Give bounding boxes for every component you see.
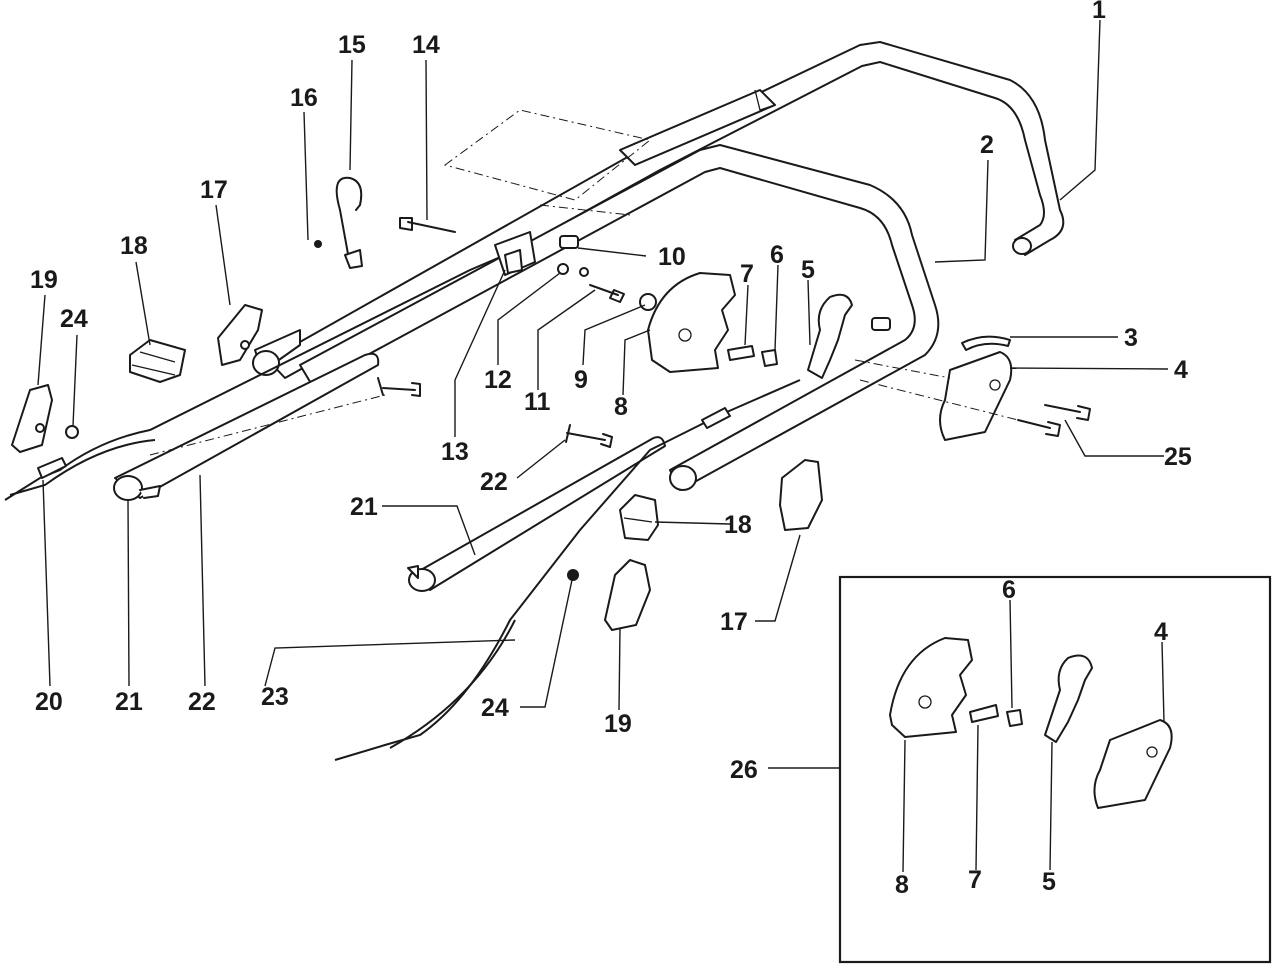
wing-knob-17-right — [779, 459, 823, 531]
label-18-left: 18 — [120, 232, 148, 260]
label-18-right: 18 — [724, 511, 752, 539]
throttle-cable-right-2 — [389, 619, 516, 749]
bolt-11 — [589, 284, 625, 303]
leader-lines — [37, 19, 1169, 711]
reference-plane — [443, 109, 652, 201]
pivot-bushing — [871, 317, 891, 331]
label-24-right: 24 — [481, 694, 509, 722]
screw-25-upper — [1044, 404, 1091, 421]
inset-cover-plate-4 — [1093, 719, 1173, 809]
assembly-line-2 — [859, 379, 1019, 421]
washer-24-right — [567, 569, 579, 581]
wing-knob-17-left — [217, 304, 263, 366]
washer — [557, 263, 569, 275]
inset-label-6: 6 — [1002, 576, 1016, 604]
label-12: 12 — [484, 366, 512, 394]
label-6: 6 — [770, 241, 784, 269]
cable-hook-tip — [344, 249, 363, 269]
cover-hole — [989, 379, 1001, 391]
nut-16 — [314, 240, 322, 248]
inset-spring-plate-7 — [969, 704, 999, 723]
label-20: 20 — [35, 688, 63, 716]
label-17-left: 17 — [200, 176, 228, 204]
clip-18-right-detail — [623, 517, 653, 523]
clip-18-left — [129, 339, 186, 383]
throttle-cable-left-2 — [9, 439, 156, 496]
inset-kit-26: 4 5 6 7 8 — [768, 575, 1272, 964]
label-22-right: 22 — [480, 468, 508, 496]
label-4: 4 — [1174, 356, 1188, 384]
screw-25-lower — [1017, 419, 1061, 437]
label-16: 16 — [290, 84, 318, 112]
upper-handle-bar — [267, 41, 1065, 379]
label-23: 23 — [261, 683, 289, 711]
spacer-sleeve — [559, 235, 579, 249]
spring-plate-7 — [727, 345, 755, 361]
inset-label-4: 4 — [1154, 618, 1168, 646]
throttle-lever-5 — [807, 293, 853, 379]
inset-housing-hole — [918, 695, 932, 709]
bolt-14 — [399, 217, 456, 233]
cover-plate-4 — [939, 351, 1013, 441]
label-2: 2 — [980, 131, 994, 159]
label-21-right: 21 — [350, 493, 378, 521]
label-13: 13 — [441, 438, 469, 466]
wing-knob-19-right — [604, 559, 651, 631]
assembly-line-1 — [854, 359, 951, 379]
label-8: 8 — [614, 393, 628, 421]
control-housing-8 — [647, 272, 736, 373]
washer-24-left — [65, 425, 79, 439]
label-24-left: 24 — [60, 305, 88, 333]
assembly-line-3 — [149, 394, 386, 456]
knob-hole-2 — [35, 423, 45, 433]
washer-2 — [579, 267, 589, 277]
label-14: 14 — [412, 31, 440, 59]
nut-9 — [639, 293, 657, 311]
wing-knob-19-left — [11, 384, 53, 453]
cable-ferrule-left — [37, 457, 67, 479]
label-19-right: 19 — [604, 710, 632, 738]
inset-label-8: 8 — [895, 871, 909, 899]
label-25: 25 — [1164, 443, 1192, 471]
reference-plane-2 — [539, 204, 631, 216]
label-3: 3 — [1124, 324, 1138, 352]
inset-cover-hole — [1146, 746, 1158, 758]
cable-ferrule-right — [701, 407, 731, 429]
label-17-right: 17 — [720, 608, 748, 636]
inset-frame — [838, 575, 1272, 964]
inset-throttle-lever-5 — [1044, 654, 1093, 743]
label-15: 15 — [338, 31, 366, 59]
label-1: 1 — [1092, 0, 1106, 24]
cable-hook — [335, 176, 363, 266]
label-5: 5 — [801, 256, 815, 284]
clip-18-left-detail — [131, 351, 176, 376]
lower-tube-left — [113, 329, 380, 501]
label-22-left: 22 — [188, 688, 216, 716]
label-26: 26 — [730, 756, 758, 784]
label-10: 10 — [658, 243, 686, 271]
clip-18-right — [619, 494, 659, 541]
label-19-left: 19 — [30, 266, 58, 294]
label-11: 11 — [524, 388, 551, 416]
label-21-left: 21 — [115, 688, 143, 716]
inset-label-5: 5 — [1042, 868, 1056, 896]
screw-6 — [761, 349, 778, 367]
knob-hole — [240, 340, 250, 350]
part-number-labels: 1 2 3 4 25 5 6 7 8 9 10 11 12 13 14 15 1… — [30, 0, 1192, 784]
clamp-bracket — [494, 231, 536, 276]
inset-housing-8 — [889, 637, 973, 738]
label-7: 7 — [740, 260, 754, 288]
bolt-22-upper — [377, 377, 421, 397]
bolt-22-lower — [565, 424, 613, 448]
lower-tube-right — [407, 436, 697, 592]
label-9: 9 — [574, 366, 588, 394]
inset-label-7: 7 — [968, 866, 982, 894]
inset-screw-6 — [1006, 709, 1023, 727]
cable-stop-3 — [961, 335, 1011, 351]
housing-hole — [678, 328, 692, 342]
